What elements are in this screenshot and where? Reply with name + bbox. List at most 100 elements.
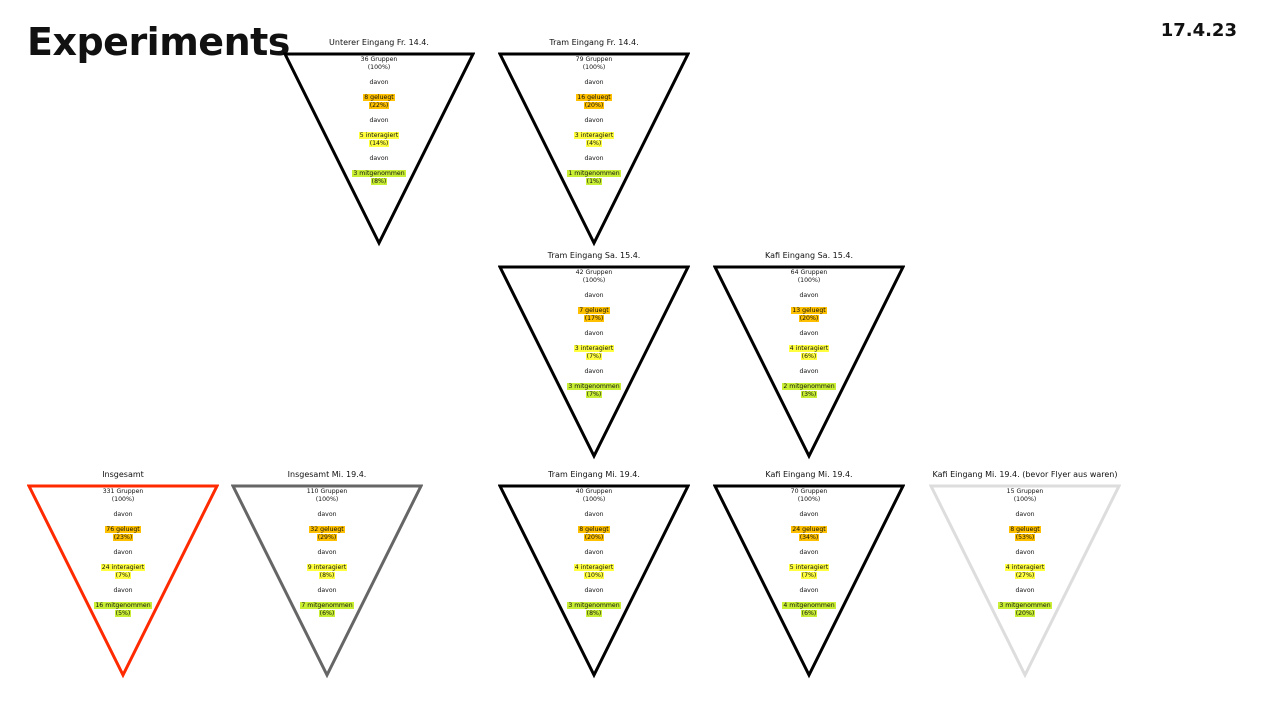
interagiert-count: 9 interagiert xyxy=(306,564,348,571)
davon-label: davon xyxy=(584,155,604,162)
mitgenommen-count: 7 mitgenommen xyxy=(300,602,354,609)
geluegt-percent: (53%) xyxy=(1014,534,1036,541)
mitgenommen-percent: (20%) xyxy=(1014,610,1036,617)
funnel-4: Kafi Eingang Sa. 15.4. 64 Gruppen (100%)… xyxy=(713,251,905,476)
davon-label: davon xyxy=(317,549,337,556)
geluegt-percent: (20%) xyxy=(798,315,820,322)
geluegt-percent: (20%) xyxy=(583,534,605,541)
mitgenommen-count: 2 mitgenommen xyxy=(782,383,836,390)
interagiert-count: 5 interagiert xyxy=(788,564,830,571)
funnel-9: Kafi Eingang Mi. 19.4. (bevor Flyer aus … xyxy=(929,470,1121,695)
funnel-title: Insgesamt xyxy=(102,470,144,479)
davon-label: davon xyxy=(1015,511,1035,518)
davon-label: davon xyxy=(584,292,604,299)
mitgenommen-percent: (6%) xyxy=(318,610,336,617)
mitgenommen-percent: (6%) xyxy=(800,610,818,617)
mitgenommen-percent: (7%) xyxy=(585,391,603,398)
interagiert-count: 3 interagiert xyxy=(573,132,615,139)
funnel-title: Tram Eingang Sa. 15.4. xyxy=(547,251,641,260)
mitgenommen-count: 3 mitgenommen xyxy=(567,602,621,609)
funnel-1: Unterer Eingang Fr. 14.4. 36 Gruppen (10… xyxy=(283,38,475,263)
interagiert-count: 4 interagiert xyxy=(788,345,830,352)
funnel-triangle xyxy=(498,52,690,247)
interagiert-percent: (7%) xyxy=(114,572,132,579)
davon-label: davon xyxy=(1015,587,1035,594)
mitgenommen-count: 1 mitgenommen xyxy=(567,170,621,177)
groups-count: 15 Gruppen xyxy=(1006,488,1044,495)
funnel-triangle xyxy=(929,484,1121,679)
interagiert-count: 4 interagiert xyxy=(1004,564,1046,571)
interagiert-percent: (27%) xyxy=(1014,572,1036,579)
interagiert-percent: (6%) xyxy=(800,353,818,360)
groups-percent: (100%) xyxy=(797,277,821,284)
davon-label: davon xyxy=(1015,549,1035,556)
funnel-2: Tram Eingang Fr. 14.4. 79 Gruppen (100%)… xyxy=(498,38,690,263)
geluegt-count: 8 geluegt xyxy=(1009,526,1041,533)
mitgenommen-percent: (8%) xyxy=(585,610,603,617)
davon-label: davon xyxy=(317,511,337,518)
geluegt-percent: (22%) xyxy=(368,102,390,109)
groups-percent: (100%) xyxy=(367,64,391,71)
geluegt-percent: (34%) xyxy=(798,534,820,541)
groups-count: 36 Gruppen xyxy=(360,56,398,63)
davon-label: davon xyxy=(113,587,133,594)
funnel-title: Kafi Eingang Sa. 15.4. xyxy=(764,251,854,260)
groups-count: 110 Gruppen xyxy=(306,488,348,495)
groups-count: 70 Gruppen xyxy=(790,488,828,495)
interagiert-percent: (7%) xyxy=(585,353,603,360)
funnel-3: Tram Eingang Sa. 15.4. 42 Gruppen (100%)… xyxy=(498,251,690,476)
geluegt-percent: (29%) xyxy=(316,534,338,541)
davon-label: davon xyxy=(584,368,604,375)
davon-label: davon xyxy=(113,549,133,556)
funnel-triangle xyxy=(713,484,905,679)
mitgenommen-count: 4 mitgenommen xyxy=(782,602,836,609)
funnel-triangle xyxy=(27,484,219,679)
geluegt-count: 13 geluegt xyxy=(791,307,827,314)
davon-label: davon xyxy=(799,549,819,556)
davon-label: davon xyxy=(317,587,337,594)
geluegt-count: 7 geluegt xyxy=(578,307,610,314)
davon-label: davon xyxy=(369,79,389,86)
interagiert-count: 24 interagiert xyxy=(100,564,146,571)
interagiert-percent: (7%) xyxy=(800,572,818,579)
davon-label: davon xyxy=(369,117,389,124)
interagiert-percent: (8%) xyxy=(318,572,336,579)
funnel-triangle xyxy=(498,265,690,460)
mitgenommen-percent: (8%) xyxy=(370,178,388,185)
davon-label: davon xyxy=(584,587,604,594)
mitgenommen-count: 3 mitgenommen xyxy=(998,602,1052,609)
davon-label: davon xyxy=(799,292,819,299)
mitgenommen-percent: (1%) xyxy=(585,178,603,185)
interagiert-percent: (4%) xyxy=(585,140,603,147)
mitgenommen-count: 3 mitgenommen xyxy=(567,383,621,390)
mitgenommen-percent: (3%) xyxy=(800,391,818,398)
groups-count: 331 Gruppen xyxy=(102,488,144,495)
groups-percent: (100%) xyxy=(582,496,606,503)
funnel-title: Insgesamt Mi. 19.4. xyxy=(287,470,367,479)
mitgenommen-percent: (5%) xyxy=(114,610,132,617)
interagiert-percent: (14%) xyxy=(368,140,390,147)
geluegt-percent: (23%) xyxy=(112,534,134,541)
groups-percent: (100%) xyxy=(315,496,339,503)
groups-percent: (100%) xyxy=(797,496,821,503)
funnel-triangle xyxy=(713,265,905,460)
geluegt-count: 24 geluegt xyxy=(791,526,827,533)
interagiert-count: 3 interagiert xyxy=(573,345,615,352)
groups-count: 79 Gruppen xyxy=(575,56,613,63)
geluegt-count: 32 geluegt xyxy=(309,526,345,533)
geluegt-count: 8 geluegt xyxy=(578,526,610,533)
funnel-title: Kafi Eingang Mi. 19.4. (bevor Flyer aus … xyxy=(932,470,1118,479)
davon-label: davon xyxy=(584,117,604,124)
funnel-title: Tram Eingang Mi. 19.4. xyxy=(548,470,640,479)
interagiert-percent: (10%) xyxy=(583,572,605,579)
funnel-title: Kafi Eingang Mi. 19.4. xyxy=(765,470,853,479)
